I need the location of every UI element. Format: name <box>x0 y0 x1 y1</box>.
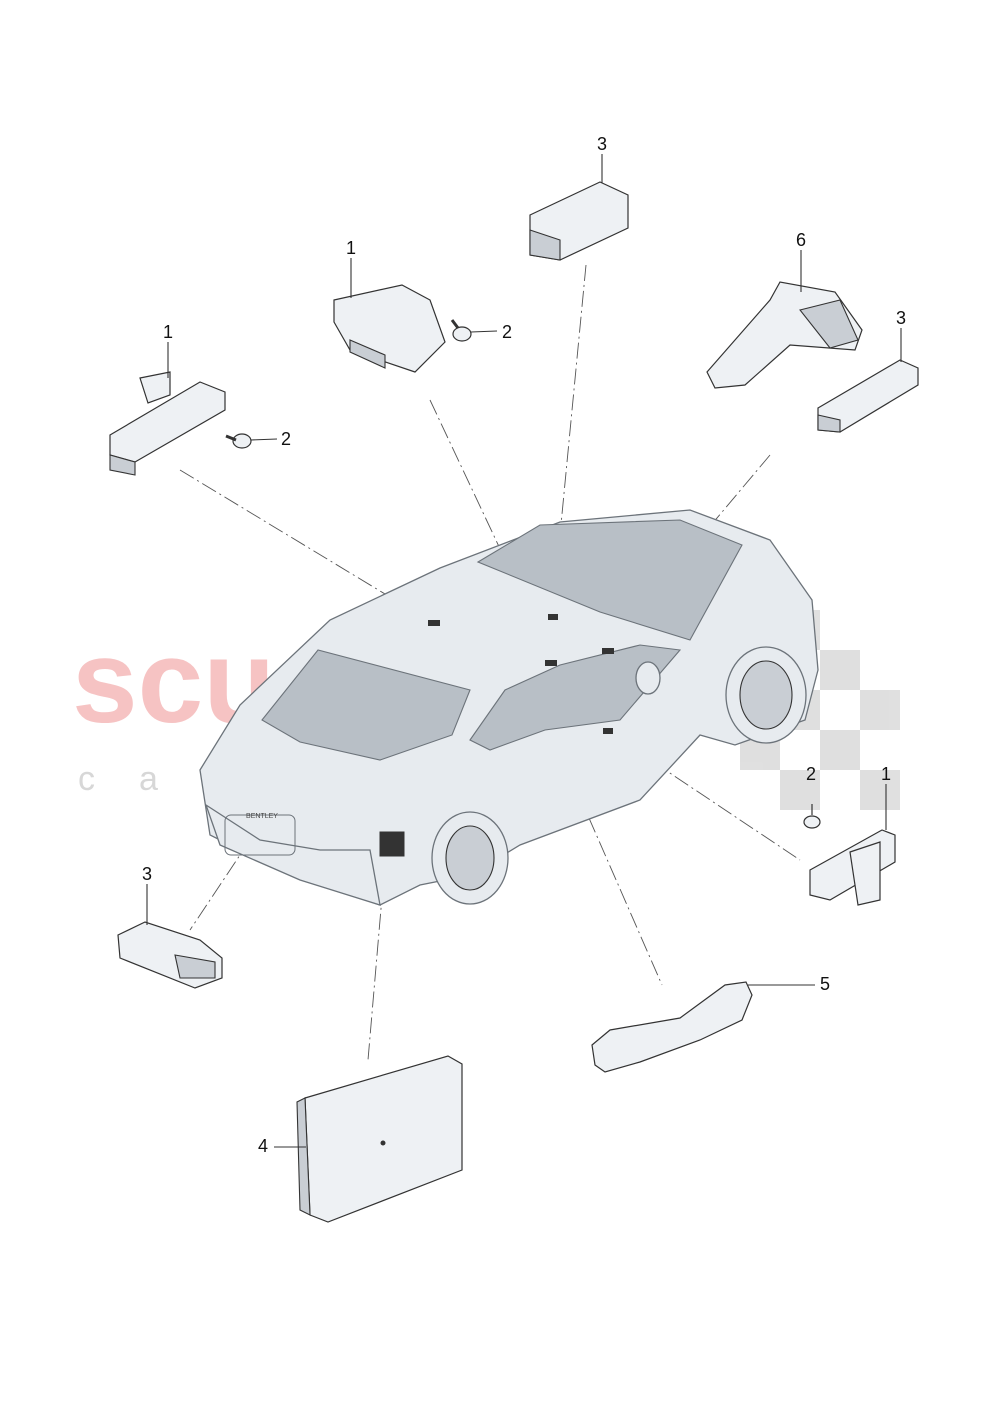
callout-1-top-left: 1 <box>163 322 173 342</box>
callout-5: 5 <box>820 974 830 994</box>
part-1-top-center: 1 <box>333 238 446 373</box>
part-3-bottom-left: 3 <box>117 864 223 989</box>
part-3-top: 3 <box>529 134 629 261</box>
screw-2-left: 2 <box>225 429 291 449</box>
callout-4: 4 <box>258 1136 268 1156</box>
screw-2-center: 2 <box>450 319 512 342</box>
callout-2-center: 2 <box>502 322 512 342</box>
part-4-control-module: 4 <box>258 1055 463 1223</box>
callout-6: 6 <box>796 230 806 250</box>
callout-2-right: 2 <box>806 764 816 784</box>
callout-1-right: 1 <box>881 764 891 784</box>
part-5-door-handle: 5 <box>591 974 830 1073</box>
screw-2-right: 2 <box>803 764 821 829</box>
car-illustration: BENTLEY <box>199 509 819 906</box>
callout-3-right: 3 <box>896 308 906 328</box>
callout-3-bottom-left: 3 <box>142 864 152 884</box>
part-1-right: 1 <box>809 764 896 906</box>
part-1-top-left: 1 <box>109 322 226 476</box>
part-6-bracket: 6 <box>706 230 863 389</box>
callout-1-top-center: 1 <box>346 238 356 258</box>
callout-2-left: 2 <box>281 429 291 449</box>
part-3-right: 3 <box>817 308 919 433</box>
car-badge: BENTLEY <box>246 813 278 820</box>
callout-3-top: 3 <box>597 134 607 154</box>
